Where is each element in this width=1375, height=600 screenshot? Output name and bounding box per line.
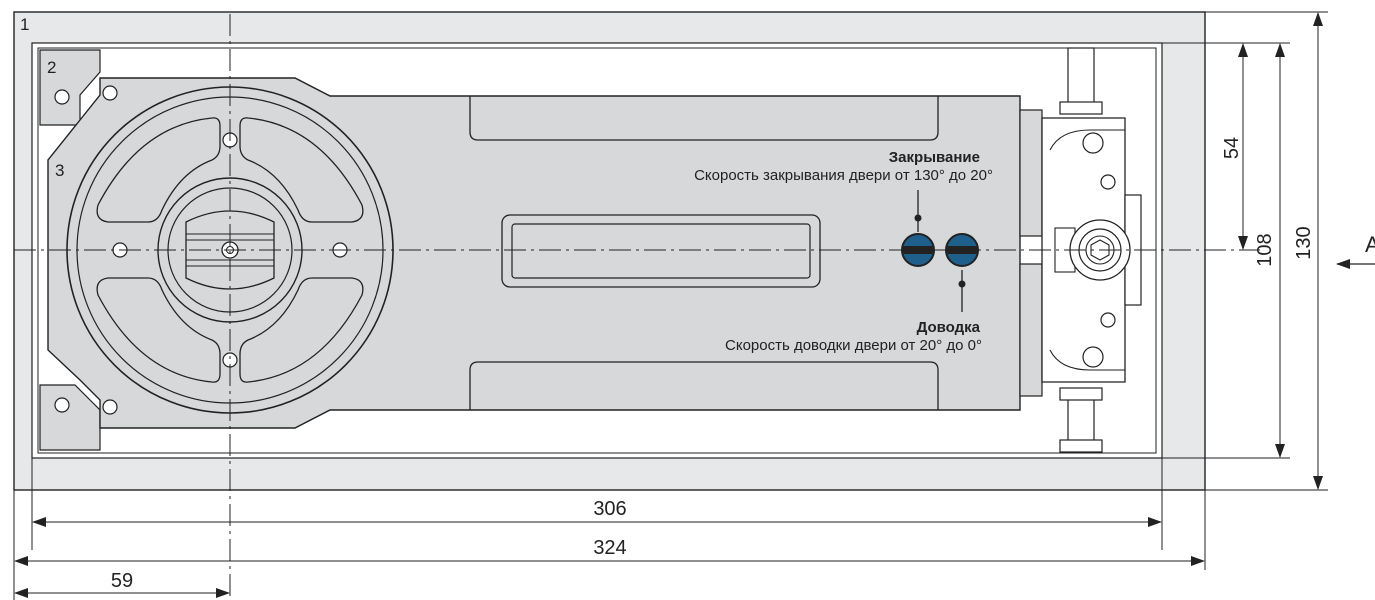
dimension-306: 306 [31,458,1163,550]
screw-leader-lines [914,190,966,312]
mounting-bracket [1041,47,1142,453]
closing-title: Закрывание [889,149,980,166]
dimension-306-label: 306 [593,498,626,520]
dimension-108-label: 108 [1254,233,1276,266]
spindle-wheel [66,86,394,414]
dimension-130: 130 [1205,11,1328,491]
callout-body: 3 [55,161,64,180]
callout-cover: 2 [47,58,56,77]
dimension-108: 108 [1162,43,1290,459]
callout-frame: 1 [20,15,29,34]
dimension-324-label: 324 [593,537,626,559]
cover-plate-top [39,49,101,126]
dimension-59: 59 [14,570,230,598]
dimension-59-label: 59 [111,570,133,592]
center-lines [14,14,1260,600]
latching-title: Доводка [917,319,981,336]
dimension-54: 54 [1162,42,1290,250]
latching-text: Скорость доводки двери от 20° до 0° [725,337,982,354]
view-arrow: A [1336,232,1375,269]
cover-plate-bottom [39,384,101,451]
dimension-324: 324 [13,490,1206,600]
dimension-54-label: 54 [1221,137,1243,159]
dimension-130-label: 130 [1293,226,1315,259]
closing-text: Скорость закрывания двери от 130° до 20° [694,167,993,184]
view-label: A [1365,232,1375,257]
